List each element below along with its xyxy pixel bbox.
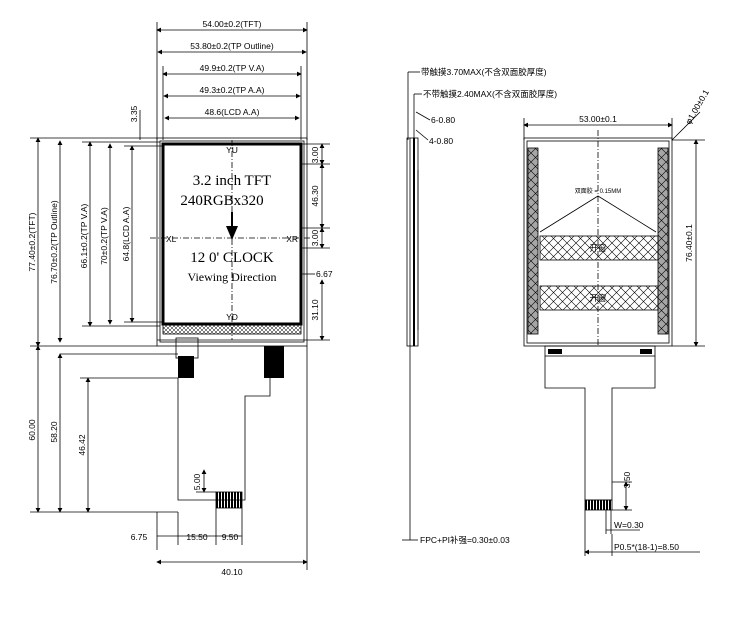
back-width: 53.00±0.1 [579,114,617,124]
dim-fpc-9-50: 9.50 [222,532,239,542]
dim-tp-va-height-a: 66.1±0.2(TP V.A) [79,203,89,268]
back-tape-note: 双面胶 = 0.15MM [575,187,622,195]
dim-tp-aa-width: 49.3±0.2(TP A.A) [200,85,265,95]
dim-lcd-aa-width: 48.6(LCD A.A) [205,107,260,117]
dim-fpc-40-10: 40.10 [221,567,243,577]
front-fpc [175,337,284,509]
dim-fpc-60-00: 60.00 [27,419,37,441]
back-pin-width: W=0.30 [614,520,644,530]
dim-right-31-10: 31.10 [310,299,320,321]
side-dim-6-0-80: 6-0.80 [431,115,455,125]
back-opening-1: 开窗 [589,243,606,253]
back-pitch: P0.5*(18-1)=8.50 [614,542,679,552]
touch-yu: YU [226,145,238,155]
back-hole: φ1.00±0.1 [683,87,711,126]
dim-right-3-00-mid: 3.00 [310,229,320,246]
viewing-direction-label: Viewing Direction [188,270,277,284]
dim-3-35: 3.35 [129,105,139,122]
dim-right-6-67: 6.67 [316,269,333,279]
dim-tft-width: 54.00±0.2(TFT) [203,19,262,29]
dim-right-46-30: 46.30 [310,185,320,207]
side-dim-4-0-80: 4-0.80 [429,136,453,146]
dim-tft-height: 77.40±0.2(TFT) [27,212,37,271]
side-note-with-touch: 带触摸3.70MAX(不含双面胶厚度) [421,67,547,77]
dim-fpc-46-42: 46.42 [77,434,87,456]
dim-lcd-aa-height: 64.8(LCD A.A) [121,206,131,261]
touch-xl: XL [166,234,177,244]
clock-label: 12 0' CLOCK [190,250,274,266]
dim-fpc-5-00: 5.00 [192,473,202,490]
viewing-arrow-icon [226,212,238,240]
dim-tp-outline-height: 76.70±0.2(TP Outline) [49,200,59,284]
touch-yd: YD [226,312,238,322]
side-note-without-touch: 不带触摸2.40MAX(不含双面胶厚度) [423,89,557,99]
panel-resolution: 240RGBx320 [180,193,263,209]
dim-fpc-6-75: 6.75 [131,532,148,542]
front-view: 54.00±0.2(TFT) 53.80±0.2(TP Outline) 49.… [27,19,333,577]
back-view: 53.00±0.1 φ1.00±0.1 76.40±0.1 双面胶 = 0.15… [523,87,711,556]
back-opening-2: 开窗 [589,293,606,303]
touch-xr: XR [286,234,298,244]
dim-fpc-15-50: 15.50 [186,532,208,542]
dim-fpc-58-20: 58.20 [49,421,59,443]
dim-right-3-00-top: 3.00 [310,146,320,163]
dim-tp-outline-width: 53.80±0.2(TP Outline) [190,41,274,51]
panel-title: 3.2 inch TFT [193,173,271,189]
dim-tp-va-height-b: 70±0.2(TP V.A) [99,207,109,265]
side-fpc-note: FPC+PI补强=0.30±0.03 [420,535,510,545]
back-height: 76.40±0.1 [684,224,694,262]
back-dim-3-50: 3.50 [622,471,632,488]
dim-tp-va-width: 49.9±0.2(TP V.A) [200,63,265,73]
side-view: 带触摸3.70MAX(不含双面胶厚度) 不带触摸2.40MAX(不含双面胶厚度)… [402,67,557,545]
